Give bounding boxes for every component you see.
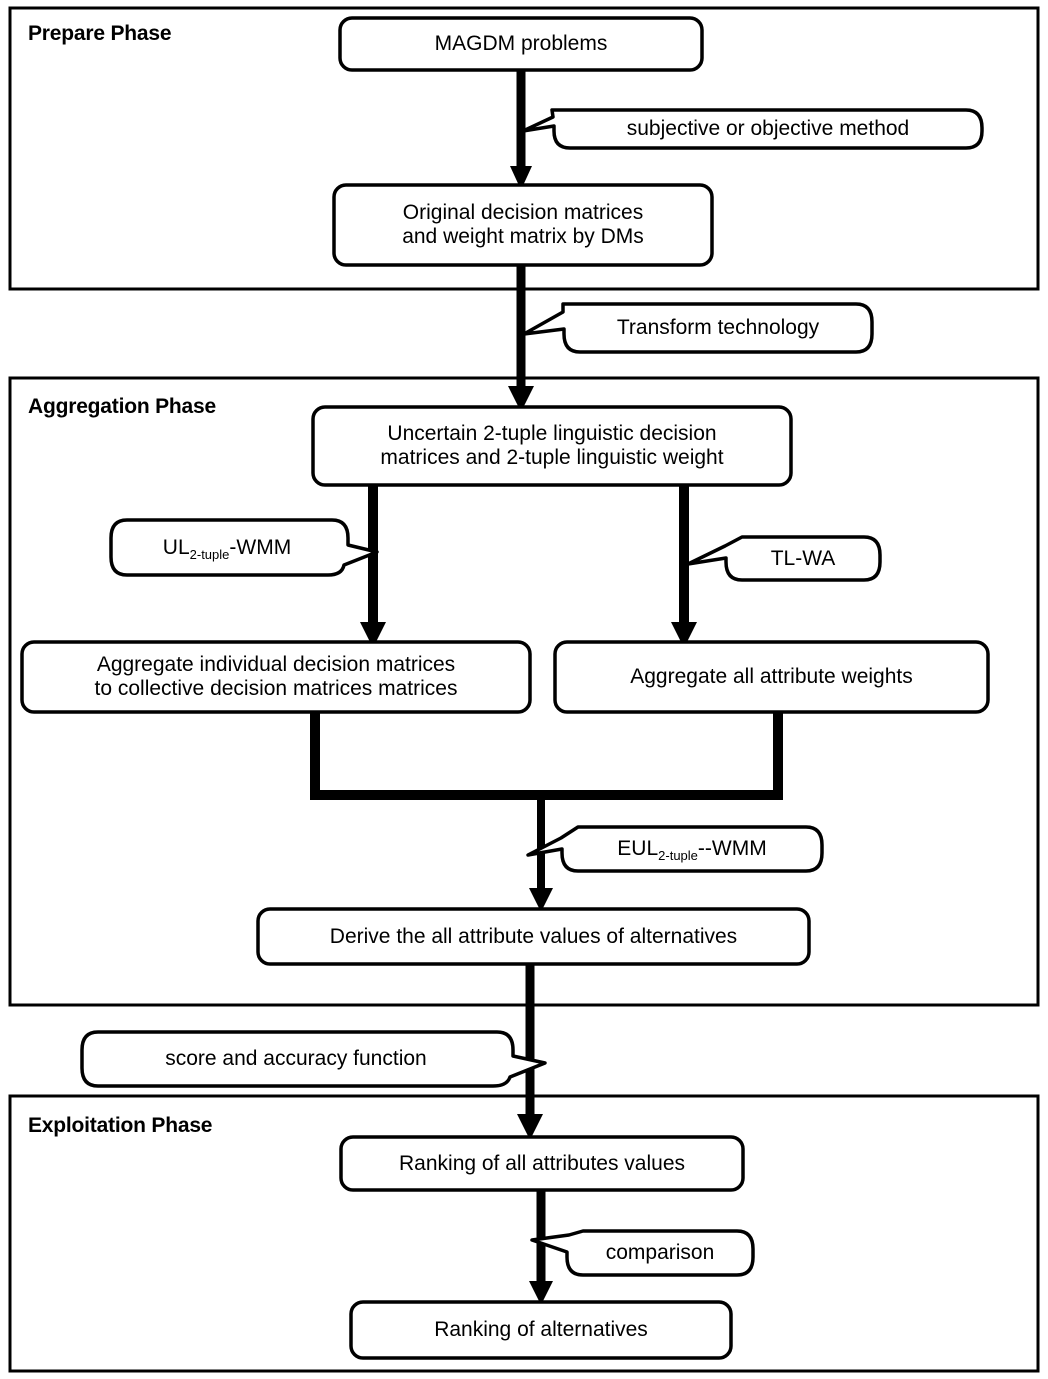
callout-subjective-objective[interactable]: [521, 108, 984, 150]
node-derive-values[interactable]: [256, 907, 811, 966]
connector-original-to-uncertain: [508, 265, 534, 412]
callout-eul-2tuple-wmm[interactable]: [526, 825, 824, 873]
phase-label-aggregation: Aggregation Phase: [28, 395, 216, 418]
node-aggregate-matrices[interactable]: [20, 640, 532, 714]
callout-comparison[interactable]: [530, 1229, 755, 1277]
callout-score-accuracy[interactable]: [80, 1030, 547, 1088]
node-ranking-alternatives[interactable]: [349, 1300, 733, 1360]
connector-magdm-to-original: [510, 70, 532, 190]
node-aggregate-weights[interactable]: [553, 640, 990, 714]
node-magdm[interactable]: [338, 16, 704, 72]
connector-junction-to-derive: [529, 795, 553, 912]
callout-ul-2tuple-wmm[interactable]: [109, 518, 379, 577]
node-uncertain-2tuple[interactable]: [311, 405, 793, 487]
connector-uncertain-to-aggregate-matrices: [360, 485, 386, 648]
phase-label-exploitation: Exploitation Phase: [28, 1114, 213, 1137]
node-ranking-attributes[interactable]: [339, 1135, 745, 1192]
connector-derive-to-ranking-attributes: [517, 964, 543, 1140]
callout-transform-technology[interactable]: [522, 302, 874, 354]
phase-label-prepare: Prepare Phase: [28, 22, 172, 45]
connector-uncertain-to-aggregate-weights: [671, 485, 697, 648]
node-original-matrices[interactable]: [332, 183, 714, 267]
connector-merge-junction: [310, 712, 783, 800]
callout-tl-wa[interactable]: [686, 535, 882, 582]
